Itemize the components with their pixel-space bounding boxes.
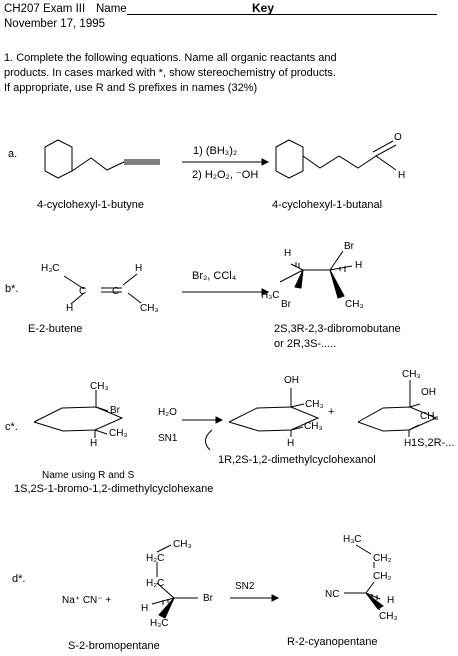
exam-date: November 17, 1995 bbox=[4, 18, 106, 30]
d-reactant-br: Br bbox=[203, 593, 213, 604]
b-product-h-top: H bbox=[284, 248, 292, 259]
problem-a-reagent-2: 2) H₂O₂, ⁻OH bbox=[192, 169, 259, 181]
problem-c-name-note: Name using R and S bbox=[42, 470, 135, 481]
cyclohexane-ring-product-a bbox=[275, 139, 304, 179]
b-reactant-h3c: H₃C bbox=[41, 263, 60, 274]
d-product-nc: NC bbox=[325, 589, 340, 600]
d-product-h3c: H₃C bbox=[343, 534, 362, 545]
d-reactant-h2c-a: H₂C bbox=[146, 553, 165, 564]
problem-a-reactant-name: 4-cyclohexyl-1-butyne bbox=[37, 199, 144, 211]
problem-c-label: c*. bbox=[5, 421, 18, 433]
problem-a-reagent-1: 1) (BH₃)₂ bbox=[193, 145, 238, 157]
problem-b-label: b*. bbox=[5, 283, 19, 295]
c-product2-oh: OH bbox=[421, 387, 436, 398]
problem-d-reagent: SN2 bbox=[235, 581, 255, 592]
c-reactant-br: Br bbox=[110, 405, 120, 416]
c-product1-oh: OH bbox=[284, 375, 299, 386]
c-product1-h: H bbox=[287, 438, 295, 449]
b-product-ch3: CH₃ bbox=[345, 299, 364, 310]
b-reactant-h-top: H bbox=[135, 263, 143, 274]
instructions-line-3: If appropriate, use R and S prefixes in … bbox=[4, 82, 258, 94]
aldehyde-oxygen-label: O bbox=[394, 132, 402, 143]
d-reactant-ch3-top: CH₃ bbox=[173, 539, 192, 550]
problem-d-product-name: R-2-cyanopentane bbox=[287, 636, 378, 648]
d-product-ch2-b: CH₂ bbox=[373, 571, 392, 582]
c-product2-ch3-top: CH₃ bbox=[402, 369, 421, 380]
c-product1-ch3-a: CH₃ bbox=[305, 399, 324, 410]
d-reactant-h2c-b: H₂C bbox=[146, 578, 165, 589]
b-product-h-right: H bbox=[355, 260, 363, 271]
butanal-chain bbox=[302, 155, 397, 171]
c-product1-ch3-b: CH₃ bbox=[304, 421, 323, 432]
chair-product-c2 bbox=[357, 406, 438, 432]
chair-reactant-c bbox=[33, 406, 124, 432]
c-reactant-ch3: CH₃ bbox=[109, 428, 128, 439]
problem-b-product-name-1: 2S,3R-2,3-dibromobutane bbox=[274, 323, 401, 335]
problem-b-product-name-2: or 2R,3S-..... bbox=[274, 338, 337, 350]
exam-title: CH207 Exam III bbox=[4, 3, 86, 15]
b-reactant-ch3: CH₃ bbox=[140, 303, 159, 314]
problem-b-reagent: Br₂, CCl₄ bbox=[192, 270, 237, 282]
d-product-ch3: CH₃ bbox=[379, 611, 398, 622]
b-reactant-c-left: C bbox=[79, 286, 87, 297]
problem-b-reactant-name: E-2-butene bbox=[28, 323, 83, 335]
c-product2-h: H bbox=[404, 438, 412, 449]
sodium-cyanide-reagent: Na⁺ CN⁻ + bbox=[62, 595, 112, 606]
c-product2-ch3: CH₃ bbox=[420, 411, 439, 422]
problem-c-reagent-2: SN1 bbox=[158, 433, 178, 444]
aldehyde-hydrogen-label: H bbox=[398, 170, 406, 181]
cyclohexane-ring-reactant-a bbox=[44, 139, 73, 179]
problem-c-second-product-name: 1S,2R-... bbox=[411, 437, 455, 449]
instructions-line-2: products. In cases marked with *, show s… bbox=[4, 67, 336, 79]
plus-sign: + bbox=[328, 406, 335, 418]
d-product-ch2-a: CH₂ bbox=[373, 553, 392, 564]
name-label: Name bbox=[96, 3, 127, 15]
instructions-line-1: 1. Complete the following equations. Nam… bbox=[4, 52, 337, 64]
problem-d-reactant-name: S-2-bromopentane bbox=[68, 640, 160, 652]
b-reactant-h-bottom: H bbox=[66, 303, 74, 314]
b-product-br-top: Br bbox=[344, 241, 354, 252]
d-reactant-h3c: H₃C bbox=[150, 618, 169, 629]
c-reactant-ch3-top: CH₃ bbox=[90, 381, 109, 392]
problem-c-reagent-1: H₂O bbox=[158, 407, 177, 418]
chair-product-c1 bbox=[228, 406, 320, 432]
b-product-h3c: H₃C bbox=[261, 290, 280, 301]
d-product-h: H bbox=[387, 595, 395, 606]
name-underline bbox=[127, 14, 437, 15]
butyne-chain bbox=[71, 157, 125, 172]
answer-key-label: Key bbox=[252, 1, 275, 15]
problem-c-reactant-name: 1S,2S-1-bromo-1,2-dimethylcyclohexane bbox=[14, 483, 214, 495]
b-reactant-c-right: C bbox=[112, 286, 120, 297]
problem-a-label: a. bbox=[8, 148, 18, 160]
b-product-br-bottom: Br bbox=[281, 299, 291, 310]
d-reactant-h: H bbox=[141, 603, 149, 614]
c-reactant-h: H bbox=[90, 438, 98, 449]
problem-a-product-name: 4-cyclohexyl-1-butanal bbox=[272, 199, 383, 211]
problem-c-product-name: 1R,2S-1,2-dimethylcyclohexanol bbox=[218, 454, 376, 466]
problem-d-label: d*. bbox=[12, 573, 26, 585]
